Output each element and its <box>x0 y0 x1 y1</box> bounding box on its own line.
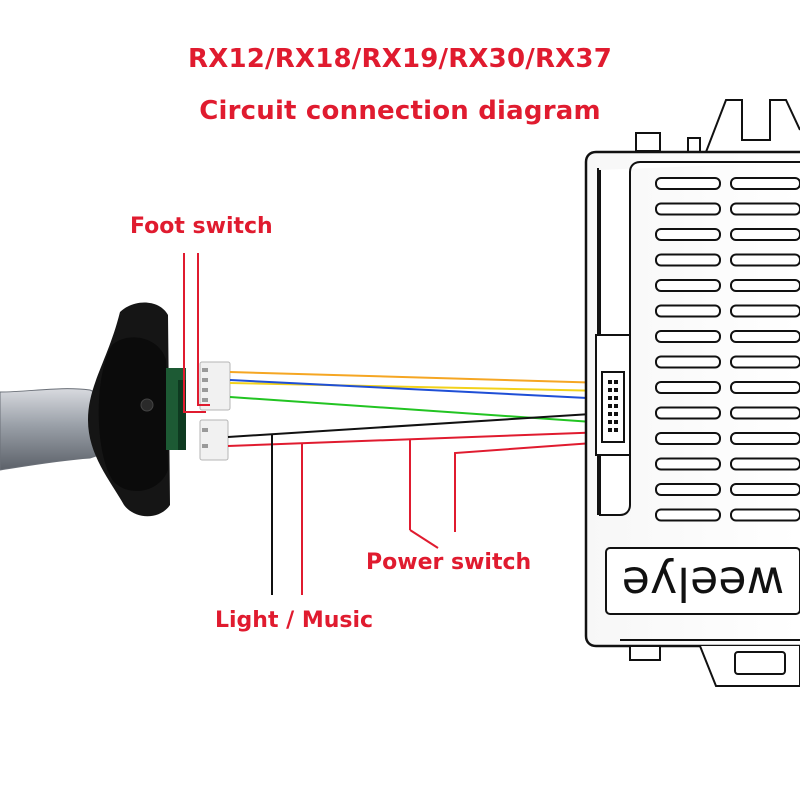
pedal-cap <box>98 337 168 492</box>
vent-slot <box>730 279 800 292</box>
light-music-label: Light / Music <box>215 608 374 633</box>
receiver-shell <box>584 150 800 648</box>
light-music-wires <box>271 435 303 595</box>
diagram-title-models: RX12/RX18/RX19/RX30/RX37 <box>187 44 613 74</box>
vent-slot <box>655 406 721 420</box>
wire-green <box>229 396 608 424</box>
receiver-top-bracket <box>705 99 800 153</box>
wire-yellow <box>229 382 608 392</box>
wire-blue <box>229 379 608 400</box>
vent-slot <box>655 202 721 216</box>
vent-slot <box>655 381 721 394</box>
receiver-top-clip-2 <box>687 137 701 153</box>
pedal-connector-bottom <box>199 419 229 461</box>
pedal-pivot <box>140 398 154 412</box>
power-switch-wires <box>409 440 608 532</box>
power-switch-pointer <box>409 529 439 549</box>
vent-slot <box>730 483 800 496</box>
power-switch-label: Power switch <box>366 550 532 575</box>
connector-pins <box>202 368 208 448</box>
receiver-box <box>584 99 800 687</box>
vent-slot <box>730 457 800 471</box>
vent-slot <box>655 177 721 190</box>
vent-slot <box>655 457 721 471</box>
receiver-top-clip-1 <box>635 132 661 152</box>
vent-slot <box>730 202 800 216</box>
receiver-vent-slots <box>655 177 800 522</box>
vent-slot <box>655 228 721 241</box>
foot-switch-label: Foot switch <box>130 214 273 239</box>
vent-slot <box>730 228 800 241</box>
receiver-bottom-tab-1 <box>629 645 661 661</box>
receiver-label-plate <box>605 547 800 615</box>
foot-switch-wire-left <box>183 253 206 413</box>
label-pointers <box>409 529 439 549</box>
vent-slot <box>655 508 721 522</box>
vent-slot <box>730 177 800 190</box>
vent-slot <box>655 483 721 496</box>
vent-slot <box>730 304 800 318</box>
foot-pedal <box>0 302 231 517</box>
receiver-inner-panel <box>599 161 800 516</box>
vent-slot <box>730 330 800 343</box>
vent-slot <box>655 432 721 445</box>
wire-harness <box>227 371 608 447</box>
vent-slot <box>655 279 721 292</box>
vent-slot <box>730 381 800 394</box>
receiver-bottom-slot <box>734 651 786 675</box>
vent-slot <box>730 432 800 445</box>
wire-red <box>227 431 608 447</box>
receiver-socket <box>601 371 625 443</box>
vent-slot <box>655 355 721 369</box>
foot-switch-wire-right <box>197 253 210 406</box>
receiver-brand-logo: weelye <box>622 557 785 611</box>
vent-slot <box>730 355 800 369</box>
vent-slot <box>730 508 800 522</box>
vent-slot <box>730 406 800 420</box>
vent-slot <box>655 330 721 343</box>
power-switch-wire-right <box>454 441 608 532</box>
receiver-socket-pins <box>608 380 618 432</box>
foot-switch-wires <box>183 253 210 413</box>
pedal-pcb-edge <box>178 380 186 450</box>
vent-slot <box>730 253 800 267</box>
vent-slot <box>655 304 721 318</box>
wire-orange <box>229 371 608 384</box>
vent-slot <box>655 253 721 267</box>
diagram-title: Circuit connection diagram <box>199 96 601 126</box>
wire-black <box>227 412 608 438</box>
